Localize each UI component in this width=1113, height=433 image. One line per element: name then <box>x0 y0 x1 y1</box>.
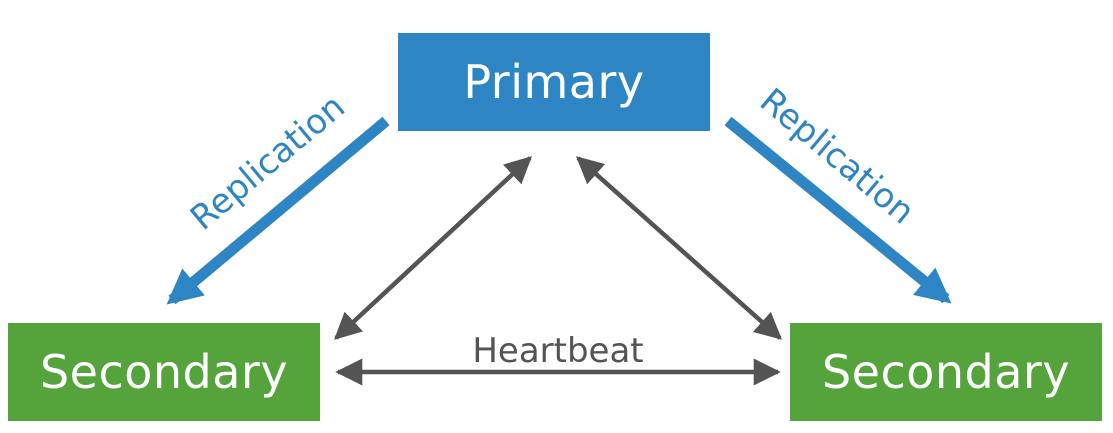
secondary-node-left-label: Secondary <box>39 345 289 399</box>
secondary-node-left: Secondary <box>8 323 320 421</box>
primary-node: Primary <box>398 33 710 131</box>
replication-arrow-left <box>166 116 390 305</box>
heartbeat-arrow-right <box>575 156 783 340</box>
secondary-node-right: Secondary <box>790 323 1102 421</box>
heartbeat-arrow-left <box>334 156 532 340</box>
secondary-node-right-label: Secondary <box>821 345 1071 399</box>
primary-node-label: Primary <box>463 55 645 109</box>
heartbeat-label: Heartbeat <box>472 331 643 371</box>
replication-arrow-right <box>724 116 952 304</box>
